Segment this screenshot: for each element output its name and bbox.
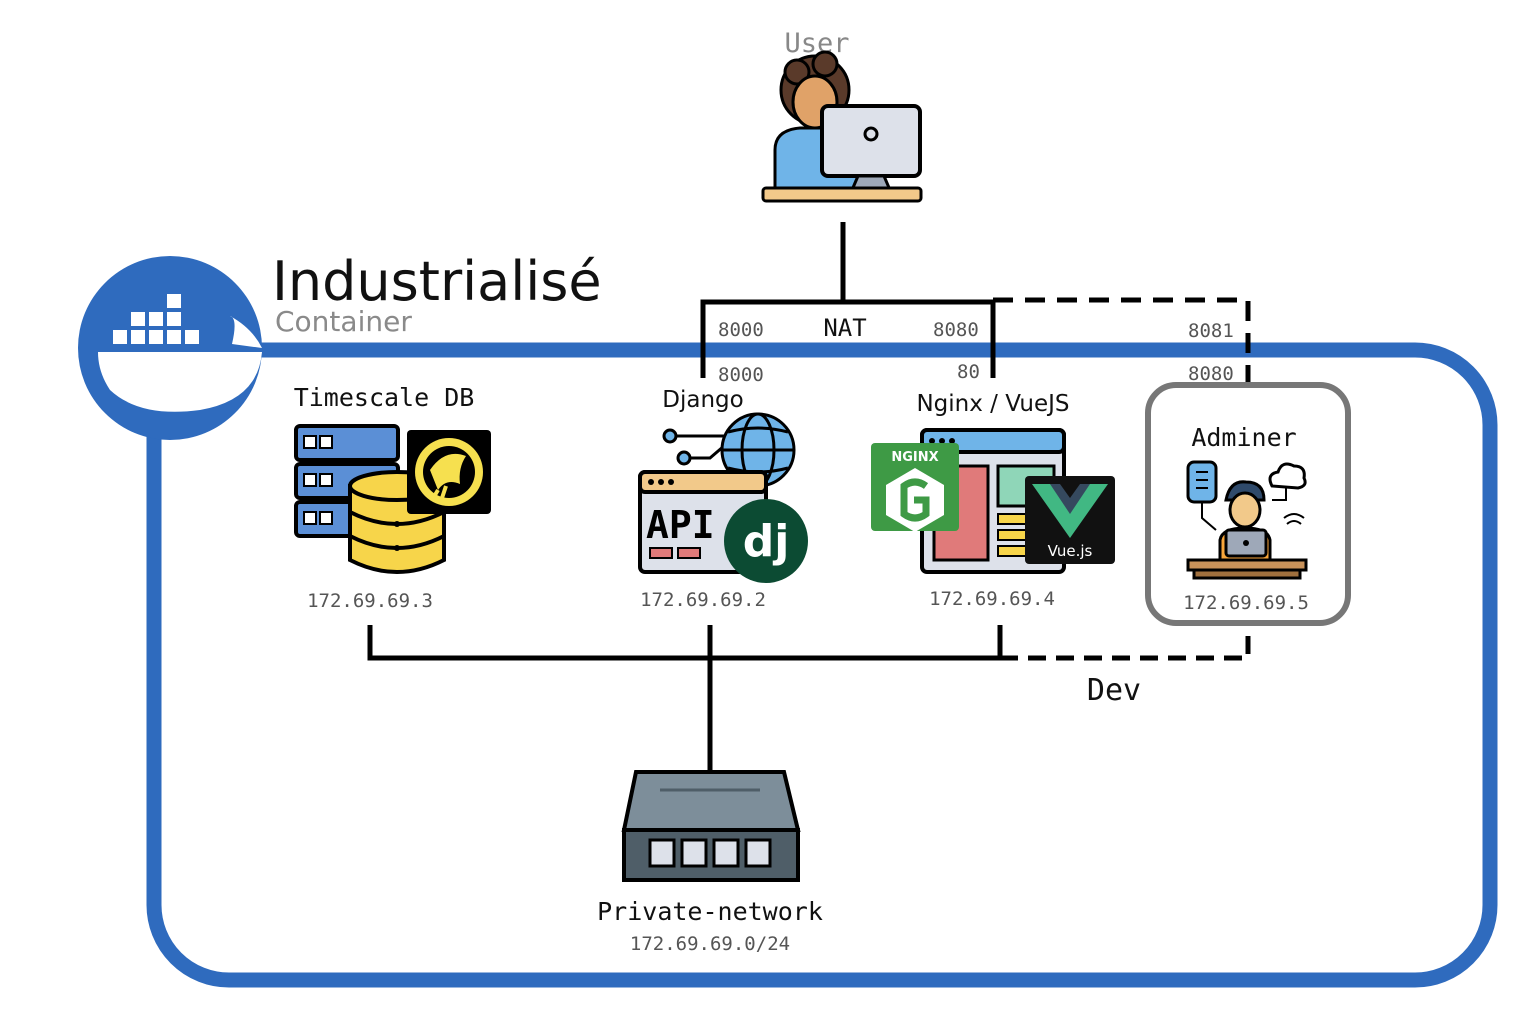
admin-developer-icon <box>1186 460 1308 580</box>
vue-logo-icon: Vue.js <box>1025 476 1115 564</box>
port-nginx-container: 80 <box>957 361 980 383</box>
user-computer-icon <box>761 50 923 203</box>
adminer-ip: 172.69.69.5 <box>1183 592 1309 614</box>
docker-whale-icon <box>78 256 268 440</box>
network-switch-icon <box>621 770 801 882</box>
port-django-container: 8000 <box>718 364 764 386</box>
dev-label: Dev <box>1087 673 1141 708</box>
port-django-host: 8000 <box>718 319 764 341</box>
vue-logo-text: Vue.js <box>1048 542 1093 560</box>
nginx-name: Nginx / VueJS <box>916 391 1069 417</box>
network-name: Private-network <box>597 897 823 926</box>
django-name: Django <box>662 387 743 413</box>
port-adminer-container: 8080 <box>1188 363 1234 385</box>
port-adminer-host: 8081 <box>1188 320 1234 342</box>
timescale-ip: 172.69.69.3 <box>307 590 433 612</box>
nginx-ip: 172.69.69.4 <box>929 588 1055 610</box>
network-subnet: 172.69.69.0/24 <box>630 933 790 955</box>
timescale-name: Timescale DB <box>294 383 475 412</box>
page-title: Industrialisé <box>272 250 602 313</box>
timescale-logo-icon <box>407 430 491 514</box>
api-icon-text: API <box>646 503 715 547</box>
nat-connector <box>700 222 996 378</box>
adminer-dev-box <box>1145 382 1351 626</box>
django-logo-icon: dj <box>724 499 808 583</box>
dev-network-link <box>1000 628 1251 661</box>
django-logo-text: dj <box>743 516 790 567</box>
nginx-logo-icon: NGINX <box>871 443 959 532</box>
nginx-logo-text: NGINX <box>891 450 938 465</box>
django-ip: 172.69.69.2 <box>640 589 766 611</box>
page-subtitle: Container <box>275 305 412 338</box>
network-bus <box>367 625 1003 772</box>
nat-label: NAT <box>823 314 866 342</box>
port-nginx-host: 8080 <box>933 319 979 341</box>
container-boundary <box>146 342 1498 988</box>
adminer-name: Adminer <box>1191 423 1296 452</box>
